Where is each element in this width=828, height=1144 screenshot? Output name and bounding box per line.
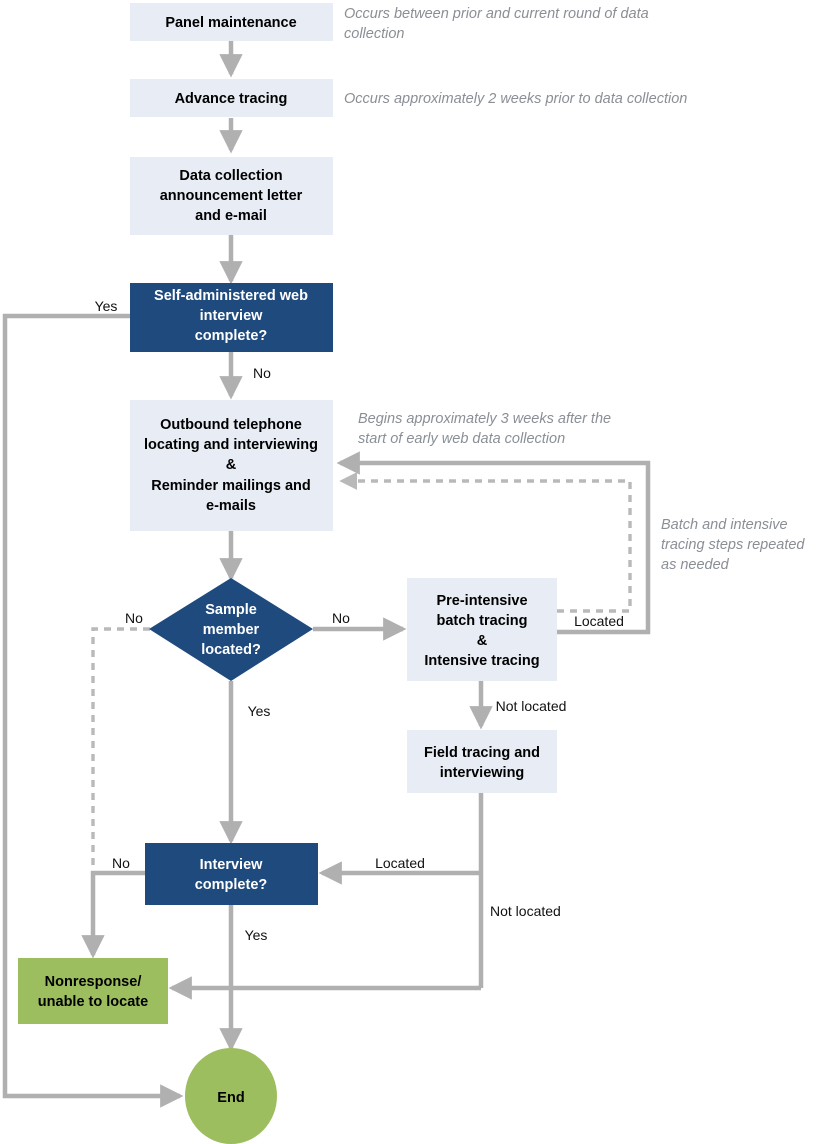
edge-label-sample-no-right: No <box>332 610 350 626</box>
node-nonresponse[interactable]: Nonresponse/ unable to locate <box>18 958 168 1024</box>
annotation-panel-line-1: Occurs between prior and current round o… <box>344 6 649 22</box>
node-interview-complete-line-1: Interview <box>200 857 264 873</box>
node-outbound-line-5: e-mails <box>206 498 256 514</box>
annotation-tracing-line-1: Batch and intensive <box>661 517 788 533</box>
node-outbound-line-3: & <box>226 457 237 473</box>
node-advance-tracing-label: Advance tracing <box>175 91 288 107</box>
node-end[interactable]: End <box>185 1048 277 1144</box>
annotation-tracing-line-2: tracing steps repeated <box>661 537 805 553</box>
node-announcement-letter[interactable]: Data collection announcement letter and … <box>130 157 333 235</box>
node-interview-complete[interactable]: Interview complete? <box>145 843 318 905</box>
node-outbound-line-2: locating and interviewing <box>144 437 318 453</box>
node-preintensive-line-1: Pre-intensive <box>436 593 527 609</box>
node-preintensive-line-3: & <box>477 633 488 649</box>
node-advance-tracing[interactable]: Advance tracing <box>130 79 333 117</box>
node-sample-located-line-1: Sample <box>205 602 257 618</box>
node-announcement-line-3: and e-mail <box>195 208 267 224</box>
annotation-panel-line-2: collection <box>344 26 404 42</box>
node-sample-member-located[interactable]: Sample member located? <box>149 578 313 681</box>
annotation-layer: Occurs between prior and current round o… <box>344 6 805 573</box>
edge-interview-no-to-nonresponse <box>81 870 145 959</box>
node-outbound-line-4: Reminder mailings and <box>151 478 311 494</box>
node-field-tracing-line-1: Field tracing and <box>424 745 540 761</box>
node-nonresponse-line-2: unable to locate <box>38 994 148 1010</box>
edge-label-not-located-down: Not located <box>496 698 567 714</box>
node-outbound-telephone[interactable]: Outbound telephone locating and intervie… <box>130 400 333 531</box>
edge-label-sample-no-left: No <box>125 610 143 626</box>
node-web-interview-line-1: Self-administered web <box>154 288 308 304</box>
annotation-outbound-line-1: Begins approximately 3 weeks after the <box>358 411 611 427</box>
node-interview-complete-line-2: complete? <box>195 877 268 893</box>
edge-located-loop-solid <box>336 451 651 635</box>
edge-web-yes-to-end <box>2 313 184 1108</box>
node-panel-maintenance-label: Panel maintenance <box>165 15 296 31</box>
node-sample-located-line-2: member <box>203 622 260 638</box>
edge-label-web-no: No <box>253 365 271 381</box>
edge-label-sample-yes: Yes <box>248 703 271 719</box>
edge-label-not-located-to-nonresponse: Not located <box>490 903 561 919</box>
node-nonresponse-line-1: Nonresponse/ <box>45 974 142 990</box>
node-web-interview-complete[interactable]: Self-administered web interview complete… <box>130 283 333 352</box>
edge-label-located-loop: Located <box>574 613 624 629</box>
edge-sample-no-dashed-left <box>91 627 150 872</box>
node-preintensive-line-4: Intensive tracing <box>424 653 539 669</box>
node-end-label: End <box>217 1090 244 1106</box>
node-field-tracing-line-2: interviewing <box>440 765 525 781</box>
node-web-interview-line-2: interview <box>200 308 264 324</box>
connector-layer <box>2 41 651 1108</box>
node-field-tracing[interactable]: Field tracing and interviewing <box>407 730 557 793</box>
node-web-interview-line-3: complete? <box>195 328 268 344</box>
edge-label-interview-no: No <box>112 855 130 871</box>
edge-label-web-yes: Yes <box>95 298 118 314</box>
node-outbound-line-1: Outbound telephone <box>160 417 302 433</box>
node-announcement-line-2: announcement letter <box>160 188 303 204</box>
node-sample-located-line-3: located? <box>201 642 261 658</box>
node-preintensive-line-2: batch tracing <box>436 613 527 629</box>
node-preintensive-tracing[interactable]: Pre-intensive batch tracing & Intensive … <box>407 578 557 681</box>
annotation-advance-tracing: Occurs approximately 2 weeks prior to da… <box>344 91 687 107</box>
edge-label-interview-yes: Yes <box>245 927 268 943</box>
annotation-outbound-line-2: start of early web data collection <box>358 431 565 447</box>
edge-label-located-to-interview: Located <box>375 855 425 871</box>
node-announcement-line-1: Data collection <box>179 168 282 184</box>
node-panel-maintenance[interactable]: Panel maintenance <box>130 3 333 41</box>
annotation-tracing-line-3: as needed <box>661 557 730 573</box>
edge-label-layer: Yes No No No Yes Located Not located Loc… <box>95 298 624 943</box>
